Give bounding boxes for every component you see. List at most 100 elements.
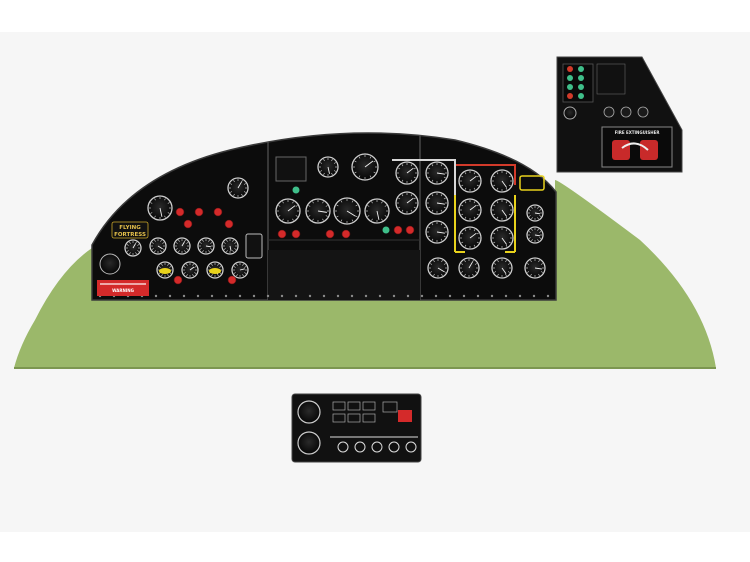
panel-screw bbox=[476, 294, 480, 298]
gauge-needle bbox=[239, 268, 245, 271]
panel-screw bbox=[406, 294, 410, 298]
panel-screw bbox=[420, 294, 424, 298]
gauge-tick bbox=[234, 242, 237, 244]
gauge-tick bbox=[505, 172, 508, 175]
gauge-tick bbox=[440, 194, 443, 197]
panel-screw bbox=[434, 294, 438, 298]
gauge-tick bbox=[528, 209, 531, 211]
gauge-tick bbox=[497, 260, 499, 263]
gauge-tick bbox=[226, 250, 228, 253]
gauge-tick bbox=[178, 250, 180, 253]
gauge-tick bbox=[340, 200, 343, 203]
gauge-tick bbox=[295, 215, 298, 217]
gauge-tick bbox=[186, 263, 188, 266]
gauge-tick bbox=[464, 187, 467, 190]
logo-line2: FORTRESS bbox=[114, 232, 146, 238]
gauge-needle bbox=[534, 212, 541, 215]
fire-handle-right bbox=[640, 140, 658, 160]
gauge-tick bbox=[473, 172, 476, 175]
gauge-needle bbox=[237, 181, 242, 189]
gauge-tick bbox=[194, 272, 197, 274]
green-indicator-light bbox=[382, 226, 390, 234]
gauge-tick bbox=[373, 171, 376, 174]
gauge-tick bbox=[230, 183, 233, 185]
gauge-tick bbox=[493, 232, 496, 235]
gauge-tick bbox=[473, 187, 476, 190]
gauge-tick bbox=[538, 273, 540, 276]
switch-panel bbox=[245, 233, 263, 259]
gauge-tick bbox=[154, 198, 156, 201]
gauge-tick bbox=[351, 219, 354, 222]
toggle-switch-block bbox=[596, 63, 626, 95]
gauge-needle bbox=[436, 231, 445, 234]
gauge-tick bbox=[167, 212, 170, 214]
gauge-tick bbox=[464, 229, 467, 232]
red-indicator-light bbox=[291, 229, 301, 239]
gauge-tick bbox=[398, 167, 401, 170]
gauge-tick bbox=[151, 242, 154, 244]
gauge-tick bbox=[186, 274, 188, 277]
flying-fortress-logo: FLYING FORTRESS bbox=[111, 221, 149, 239]
gauge-tick bbox=[539, 215, 542, 217]
gauge-needle bbox=[469, 232, 477, 239]
gauge-tick bbox=[242, 263, 244, 266]
gauge-tick bbox=[505, 201, 508, 204]
gauge-tick bbox=[322, 201, 324, 204]
gauge-tick bbox=[464, 273, 466, 276]
gauge-tick bbox=[137, 250, 140, 252]
red-indicator-light bbox=[175, 207, 185, 217]
red-indicator-light bbox=[227, 275, 237, 285]
gauge-tick bbox=[496, 244, 499, 247]
gauge-tick bbox=[167, 274, 169, 277]
gauge-tick bbox=[373, 160, 376, 163]
gauge-tick bbox=[162, 248, 165, 250]
gauge-needle bbox=[501, 209, 508, 217]
gauge-tick bbox=[355, 204, 358, 207]
gauge-tick bbox=[202, 250, 204, 253]
red-indicator-light bbox=[393, 225, 403, 235]
gauge-tick bbox=[461, 204, 464, 207]
gauge-tick bbox=[496, 172, 499, 175]
panel-screw bbox=[182, 294, 186, 298]
gauge-tick bbox=[312, 201, 314, 204]
gauge-tick bbox=[493, 175, 496, 178]
panel-screw bbox=[392, 294, 396, 298]
gauge-tick bbox=[461, 241, 464, 244]
lower-panel-body bbox=[291, 393, 422, 463]
gauge-tick bbox=[410, 164, 413, 167]
gauge-tick bbox=[464, 201, 467, 204]
green-warning-light bbox=[567, 75, 573, 81]
gauge-tick bbox=[413, 206, 416, 209]
gauge-tick bbox=[126, 250, 129, 252]
gauge-tick bbox=[431, 209, 434, 212]
gauge-tick bbox=[178, 239, 180, 242]
panel-screw bbox=[490, 294, 494, 298]
gauge-tick bbox=[211, 274, 213, 277]
gauge-tick bbox=[428, 167, 431, 170]
gauge-tick bbox=[367, 205, 370, 207]
gauge-tick bbox=[443, 226, 446, 229]
main-instrument-panel: FLYING FORTRESS WARNING bbox=[91, 132, 557, 301]
gauge-tick bbox=[137, 244, 140, 246]
gauge-tick bbox=[430, 271, 433, 273]
gauge-needle bbox=[501, 180, 508, 188]
gauge-tick bbox=[431, 238, 434, 241]
gauge-tick bbox=[233, 193, 235, 196]
gauge-tick bbox=[381, 201, 383, 204]
gauge-tick bbox=[401, 164, 404, 167]
gauge-tick bbox=[401, 209, 404, 212]
gauge-tick bbox=[531, 217, 533, 220]
red-warning-plate: WARNING bbox=[97, 280, 149, 296]
green-warning-light bbox=[578, 75, 584, 81]
gauge-tick bbox=[398, 206, 401, 209]
gauge-needle bbox=[376, 210, 380, 220]
gauge-tick bbox=[461, 175, 464, 178]
gauge-tick bbox=[167, 202, 170, 204]
gauge-tick bbox=[413, 197, 416, 200]
gauge-needle bbox=[132, 243, 136, 249]
gauge-tick bbox=[508, 175, 511, 178]
gauge-tick bbox=[433, 273, 435, 276]
panel-screw bbox=[308, 294, 312, 298]
red-indicator-light bbox=[173, 275, 183, 285]
gauge-tick bbox=[333, 162, 336, 164]
